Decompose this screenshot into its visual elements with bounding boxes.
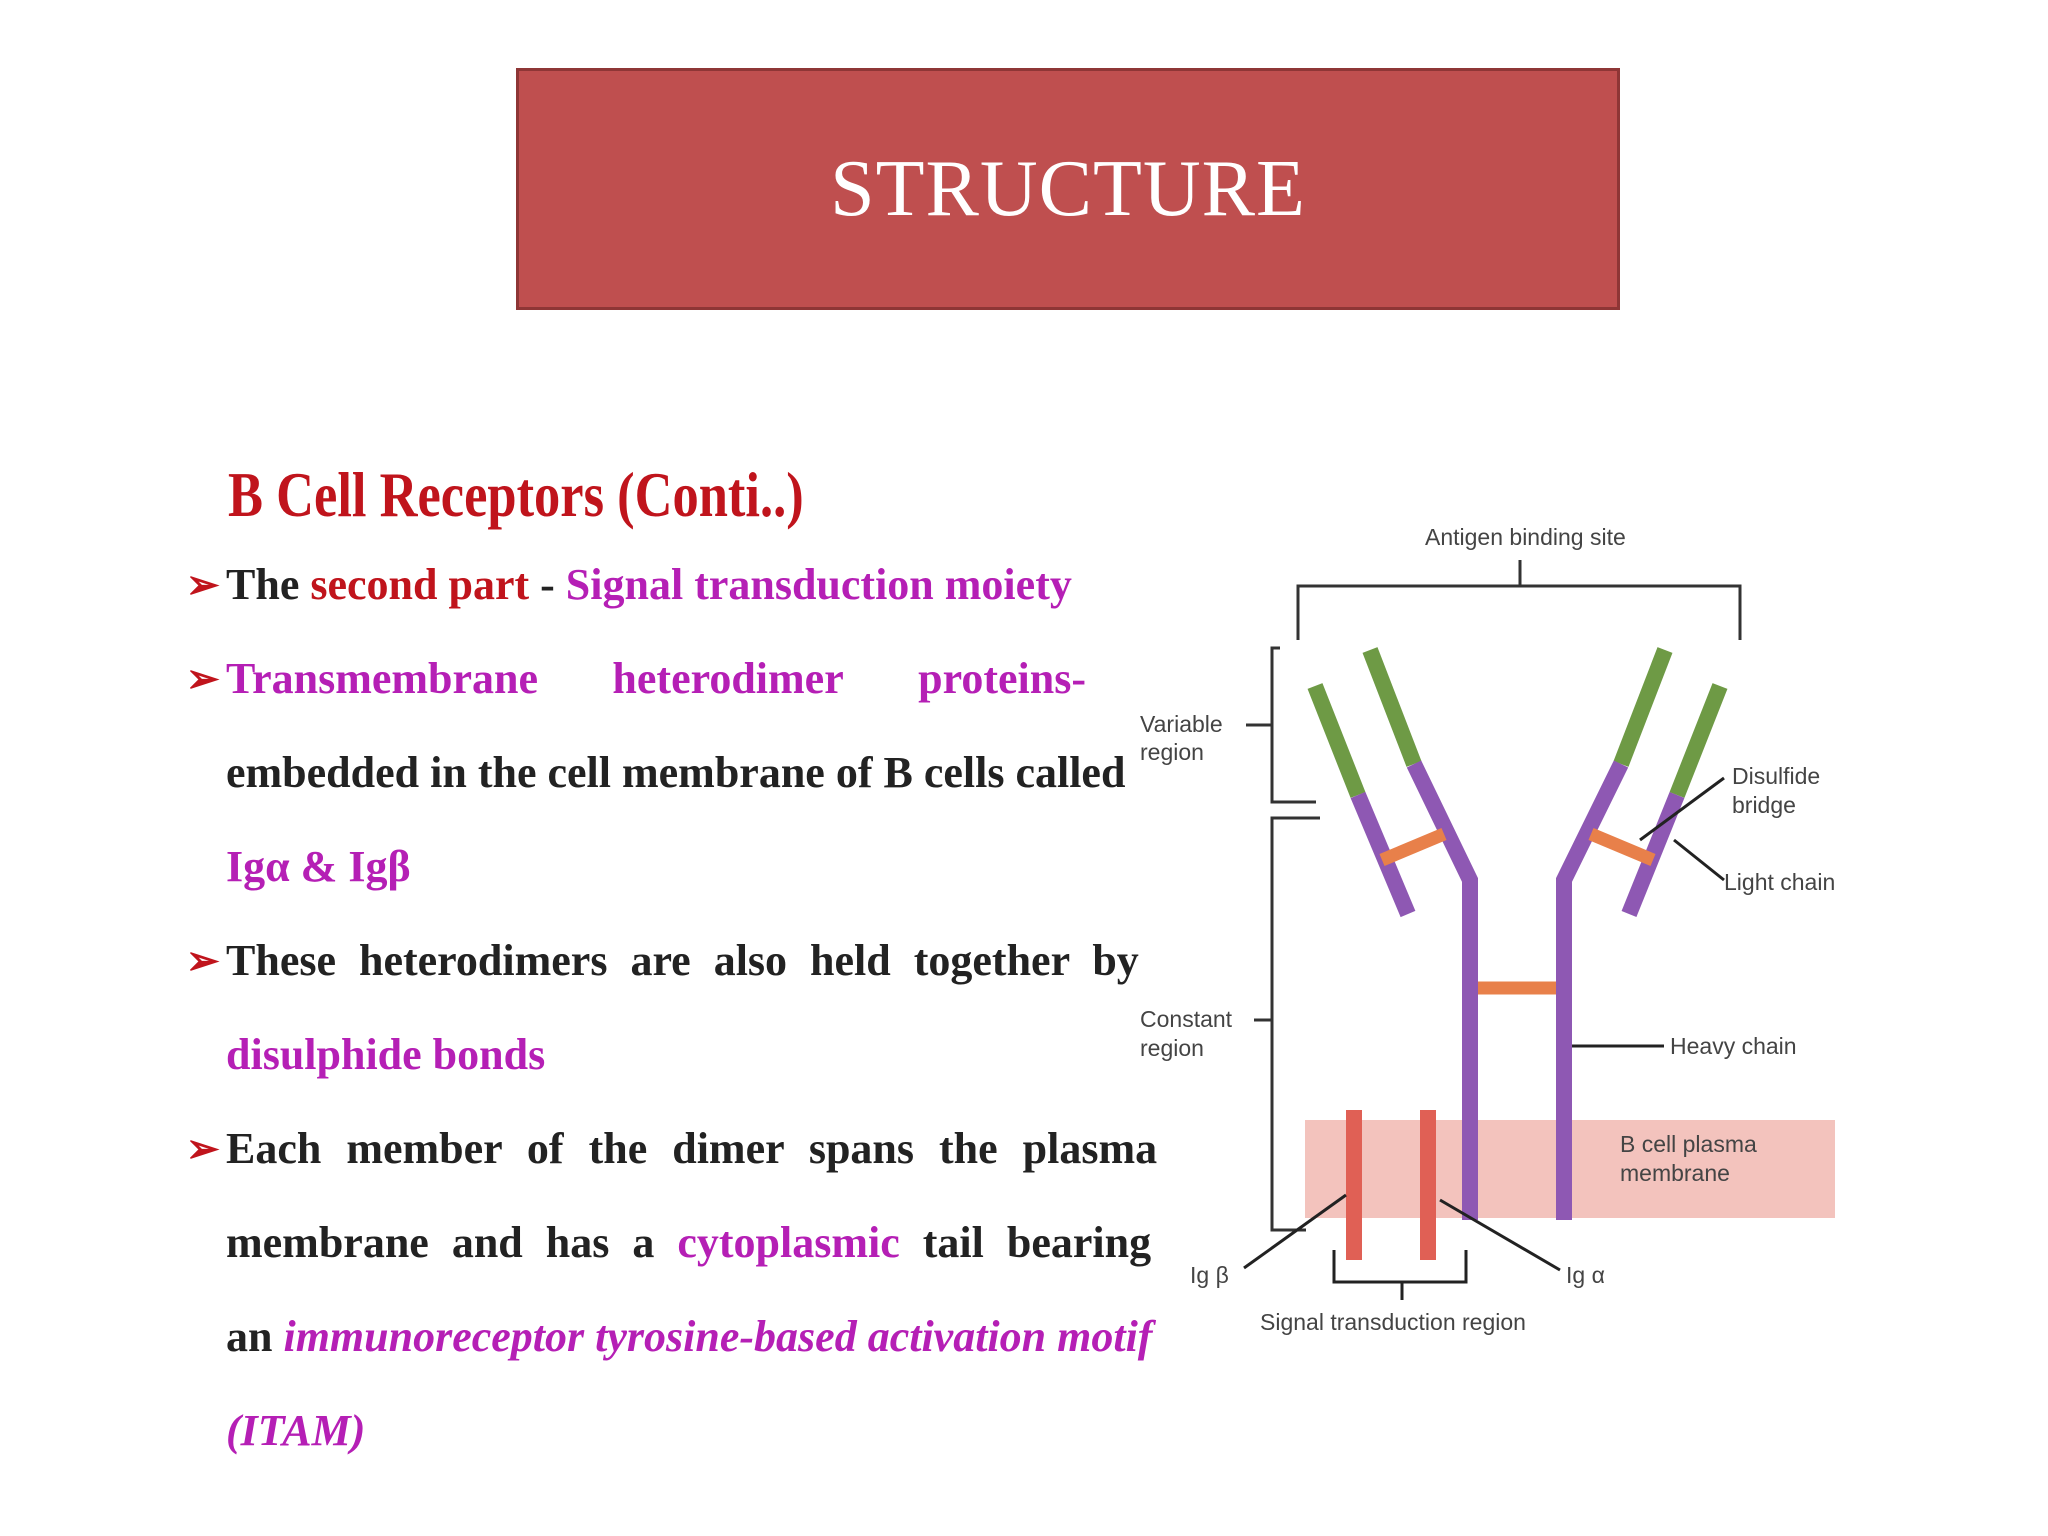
title-banner: STRUCTURE bbox=[516, 68, 1620, 310]
bullet-arrow-icon: ➢ bbox=[186, 938, 220, 983]
bullet-4: ➢ Each member of the dimer spans the pla… bbox=[186, 1112, 1158, 1206]
ig-beta-subunit bbox=[1346, 1110, 1362, 1260]
bullet-4-line-2: membrane and has a cytoplasmic tail bear… bbox=[226, 1218, 1152, 1267]
bullet-3-cont: disulphide bonds bbox=[186, 1018, 1086, 1112]
disulfide-bridges bbox=[1379, 828, 1656, 995]
label-variable-region-1: Variable bbox=[1140, 711, 1223, 737]
b-cell-receptor-diagram: Antigen binding site Variable region Con… bbox=[1140, 524, 1835, 1335]
region-brackets bbox=[1246, 646, 1320, 1232]
bullet-4-cont: (ITAM) bbox=[186, 1394, 1086, 1488]
bullet-3: ➢ These heterodimers are also held toget… bbox=[186, 924, 1139, 1018]
heavy-chain-right bbox=[1556, 647, 1673, 1220]
section-heading: B Cell Receptors (Conti..) bbox=[228, 459, 804, 530]
label-ig-alpha: Ig α bbox=[1566, 1262, 1605, 1288]
label-membrane-2: membrane bbox=[1620, 1160, 1730, 1186]
label-light-chain: Light chain bbox=[1724, 869, 1835, 895]
label-constant-region-1: Constant bbox=[1140, 1006, 1233, 1032]
label-constant-region-2: region bbox=[1140, 1035, 1204, 1061]
heavy-chain-left bbox=[1362, 647, 1478, 1220]
bullet-3-line-2: disulphide bonds bbox=[226, 1030, 546, 1079]
bullet-4-line-3: an immunoreceptor tyrosine-based activat… bbox=[226, 1312, 1153, 1361]
bullet-4-cont: an immunoreceptor tyrosine-based activat… bbox=[186, 1300, 1153, 1394]
slide-title: STRUCTURE bbox=[830, 144, 1306, 233]
bullet-list: ➢ The second part - Signal transduction … bbox=[186, 548, 1158, 1488]
bullet-arrow-icon: ➢ bbox=[186, 562, 220, 607]
bullet-1: ➢ The second part - Signal transduction … bbox=[186, 548, 1086, 642]
bullet-4-cont: membrane and has a cytoplasmic tail bear… bbox=[186, 1206, 1152, 1300]
bullet-4-line-4: (ITAM) bbox=[226, 1406, 366, 1455]
bullet-arrow-icon: ➢ bbox=[186, 1126, 220, 1171]
label-pointers bbox=[1243, 776, 1725, 1300]
bullet-2-line-3: Igα & Igβ bbox=[226, 842, 411, 891]
bullet-4-line-1: Each member of the dimer spans the plasm… bbox=[226, 1124, 1158, 1173]
bullet-2-line-2: embedded in the cell membrane of B cells… bbox=[226, 748, 1126, 797]
label-heavy-chain: Heavy chain bbox=[1670, 1033, 1797, 1059]
bullet-2-cont: embedded in the cell membrane of B cells… bbox=[186, 736, 1126, 830]
label-ig-beta: Ig β bbox=[1190, 1262, 1229, 1288]
label-disulfide-bridge-1: Disulfide bbox=[1732, 763, 1820, 789]
ig-alpha-subunit bbox=[1420, 1110, 1436, 1260]
label-signal-transduction-region: Signal transduction region bbox=[1260, 1309, 1526, 1335]
bullet-2-cont: Igα & Igβ bbox=[186, 830, 1086, 924]
bullet-3-line-1: These heterodimers are also held togethe… bbox=[226, 936, 1139, 985]
label-variable-region-2: region bbox=[1140, 739, 1204, 765]
label-antigen-binding-site: Antigen binding site bbox=[1425, 524, 1626, 550]
label-membrane-1: B cell plasma bbox=[1620, 1131, 1757, 1157]
bullet-1-text: The second part - Signal transduction mo… bbox=[226, 560, 1072, 609]
bullet-arrow-icon: ➢ bbox=[186, 656, 220, 701]
antigen-binding-bracket bbox=[1296, 560, 1742, 640]
label-disulfide-bridge-2: bridge bbox=[1732, 792, 1796, 818]
